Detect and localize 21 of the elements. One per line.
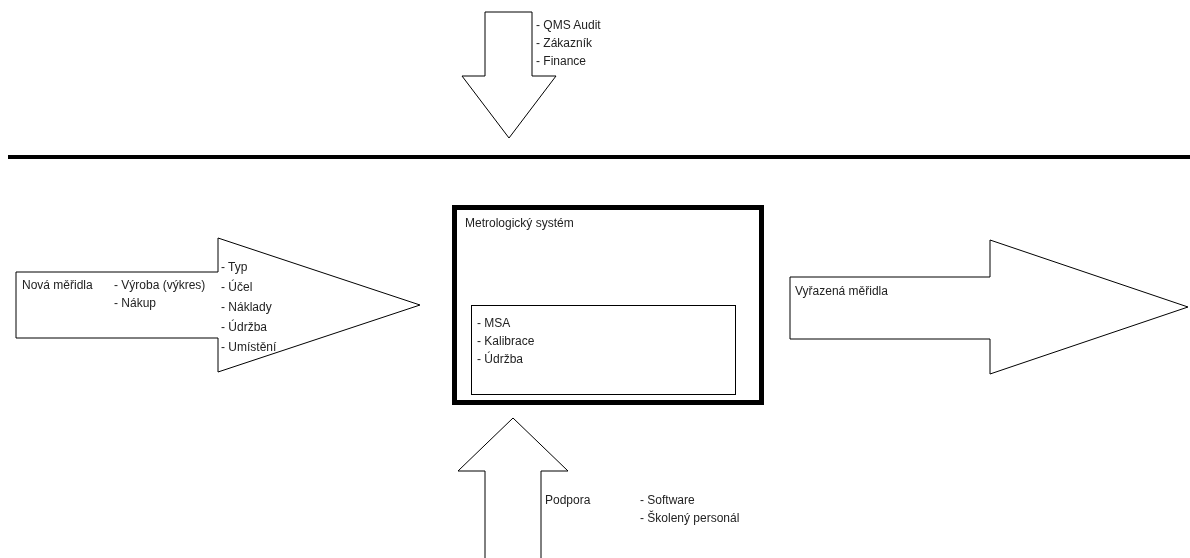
list-item: - Nákup bbox=[114, 296, 157, 310]
inner-box bbox=[471, 305, 736, 395]
list-item: - Údržba bbox=[221, 320, 267, 334]
node-title: Vyřazená měřidla bbox=[795, 284, 888, 298]
list-item: - Účel bbox=[221, 280, 253, 294]
beside-text: Podpora bbox=[545, 493, 591, 507]
beside-text: - Zákazník bbox=[536, 36, 592, 50]
list-item: - Typ bbox=[221, 260, 248, 274]
node-title: Metrologický systém bbox=[465, 216, 574, 230]
list-item: - Výroba (výkres) bbox=[114, 278, 206, 292]
node-title: Nová měřidla bbox=[22, 278, 93, 292]
list-item: - MSA bbox=[477, 316, 511, 330]
list-item: - Náklady bbox=[221, 300, 272, 314]
beside-text: - Software bbox=[640, 493, 695, 507]
system-box bbox=[452, 205, 764, 405]
list-item: - Údržba bbox=[477, 352, 523, 366]
beside-text: - Finance bbox=[536, 54, 587, 68]
list-item: - Kalibrace bbox=[477, 334, 535, 348]
list-item: - Umístění bbox=[221, 340, 277, 354]
beside-text: - Školený personál bbox=[640, 511, 740, 525]
beside-text: - QMS Audit bbox=[536, 18, 601, 32]
